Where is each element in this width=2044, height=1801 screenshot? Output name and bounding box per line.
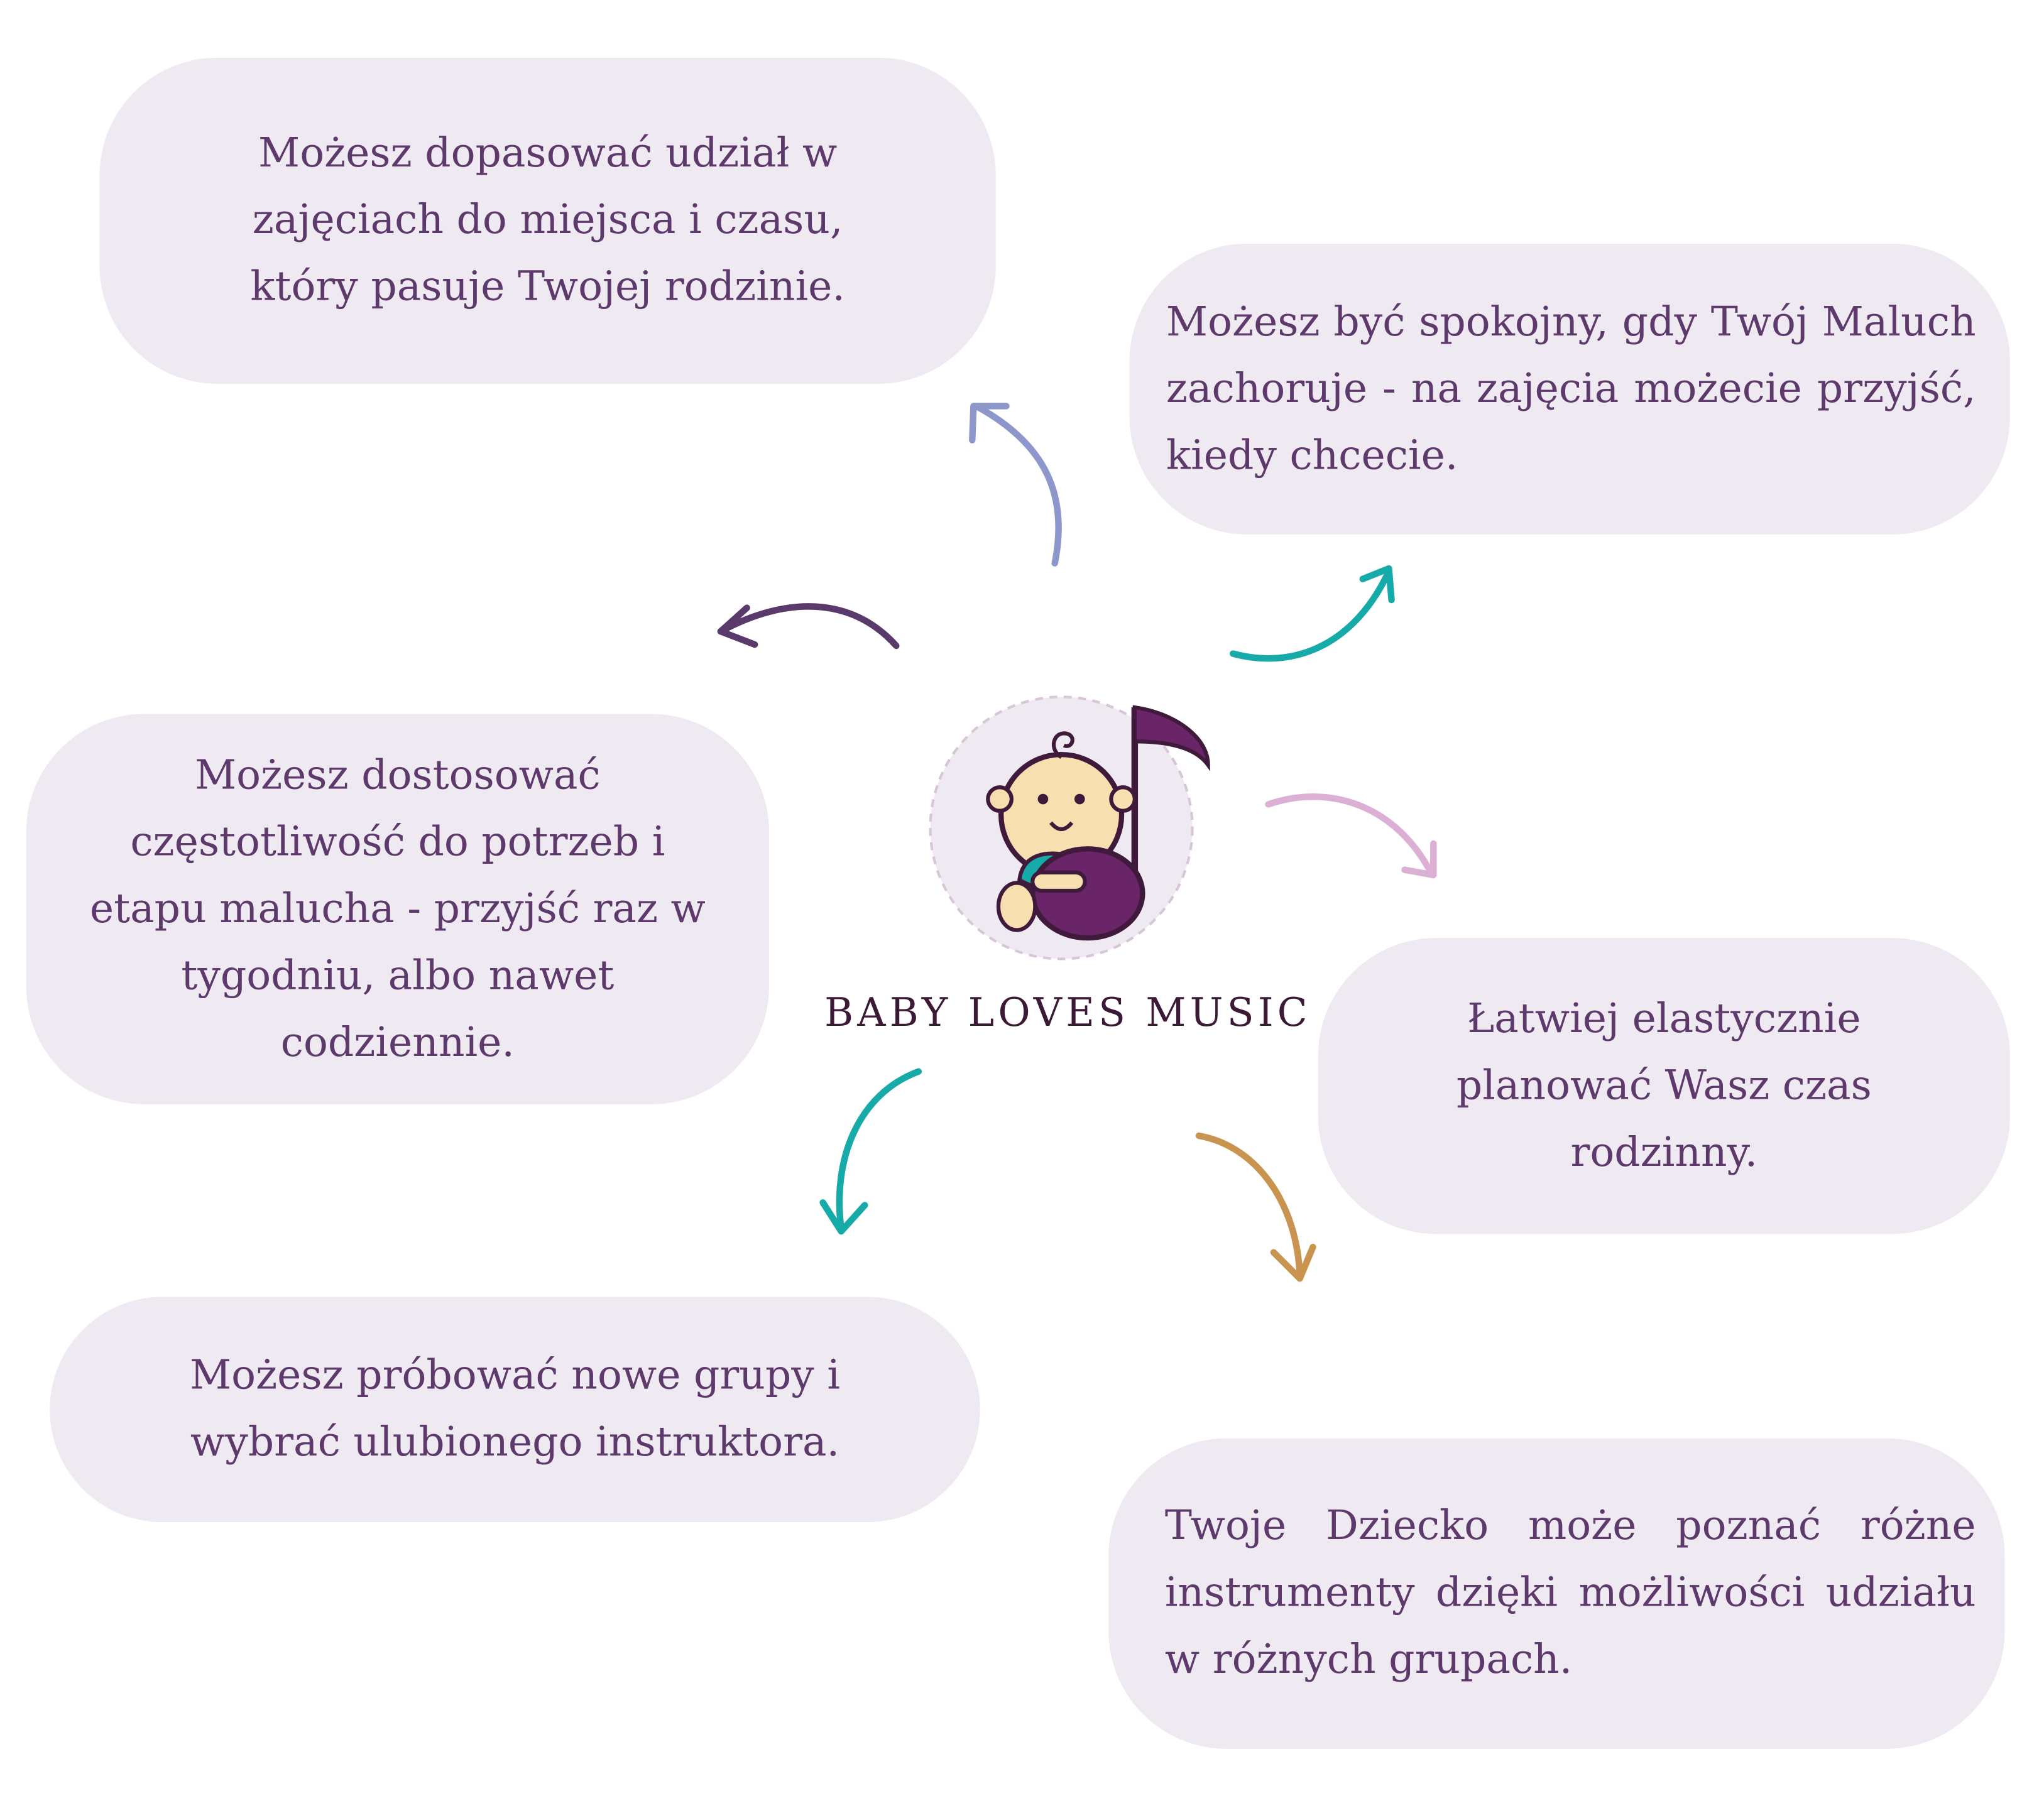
benefit-bubble-frequency: Możesz dostosować częstotliwość do potrz… xyxy=(26,714,770,1104)
benefit-bubble-instruments: Twoje Dziecko może poznać różne instrume… xyxy=(1108,1438,2005,1749)
benefit-text: Możesz próbować nowe grupy i wybrać ulub… xyxy=(189,1352,841,1466)
benefit-text: Łatwiej elastycznie planować Wasz czas r… xyxy=(1456,994,1872,1176)
benefit-text: Możesz dopasować udział w zajęciach do m… xyxy=(250,129,845,311)
benefit-text: Możesz być spokojny, gdy Twój Maluch zac… xyxy=(1166,298,1976,479)
arrow-down-icon xyxy=(819,1068,922,1235)
benefit-bubble-time-place: Możesz dopasować udział w zajęciach do m… xyxy=(99,57,996,384)
arrow-up-right-icon xyxy=(1230,565,1395,662)
arrow-up-left-icon xyxy=(969,403,1062,567)
benefit-bubble-instructor: Możesz próbować nowe grupy i wybrać ulub… xyxy=(50,1297,980,1523)
arrow-down-right-icon xyxy=(1195,1132,1316,1282)
benefit-bubble-illness: Możesz być spokojny, gdy Twój Maluch zac… xyxy=(1129,243,2010,535)
benefit-bubble-family-time: Łatwiej elastycznie planować Wasz czas r… xyxy=(1318,938,2010,1234)
arrow-left-icon xyxy=(717,603,900,650)
brand-name: BABY LOVES MUSIC xyxy=(824,990,1311,1037)
benefit-text: Twoje Dziecko może poznać różne instrume… xyxy=(1164,1502,1976,1684)
baby-loves-music-logo xyxy=(929,695,1210,960)
arrow-right-icon xyxy=(1265,793,1437,879)
benefit-text: Możesz dostosować częstotliwość do potrz… xyxy=(89,751,706,1066)
